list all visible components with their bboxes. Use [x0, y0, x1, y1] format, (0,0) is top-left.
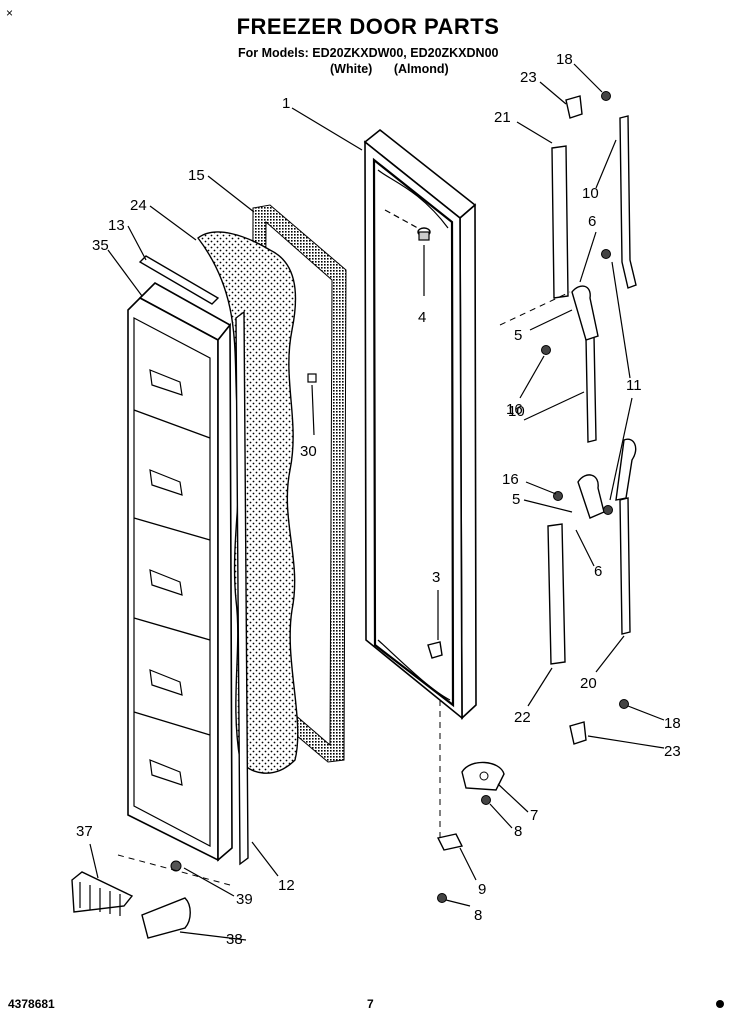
- variants-line: (White) (Almond): [330, 62, 449, 76]
- callout: 23: [520, 69, 537, 86]
- hinge-pin-10-mid: [585, 335, 597, 443]
- alignment-lines: [117, 291, 571, 886]
- callout: 23: [664, 743, 681, 760]
- hinge-cover-21: [551, 145, 569, 299]
- callout: 15: [188, 167, 205, 184]
- hinge-7: [461, 761, 505, 791]
- hinge-cover-22: [547, 523, 566, 665]
- callout: 10: [508, 403, 525, 420]
- callout: 9: [478, 881, 486, 898]
- hinge-5-top: [571, 285, 599, 341]
- callout: 38: [226, 931, 243, 948]
- callout: 3: [432, 569, 440, 586]
- callout: 10: [582, 185, 599, 202]
- grille-37: [71, 871, 134, 916]
- door-liner: [127, 282, 233, 862]
- callout: 30: [300, 443, 317, 460]
- callout: 1: [282, 95, 290, 112]
- callout: 8: [514, 823, 522, 840]
- callout: 22: [514, 709, 531, 726]
- clip-3: [427, 641, 443, 659]
- corner-mark: ×: [6, 6, 14, 20]
- fastener-4: [417, 227, 431, 241]
- callout: 16: [502, 471, 519, 488]
- door-panel: [363, 128, 477, 720]
- screws: [437, 91, 629, 903]
- hinge-5-bottom: [577, 438, 637, 519]
- hinge-rod-20: [619, 497, 631, 635]
- side-trim: [235, 310, 249, 866]
- callout: 4: [418, 309, 426, 326]
- cover-38: [141, 897, 191, 939]
- callout: 11: [626, 377, 642, 394]
- callout: 5: [514, 327, 522, 344]
- callout: 5: [512, 491, 520, 508]
- callout: 39: [236, 891, 253, 908]
- callout: 12: [278, 877, 295, 894]
- callout: 35: [92, 237, 109, 254]
- callout-labels: 1 3 4 5 5 6 6 7 8 8 9 10 10 11 12 13 15 …: [76, 51, 681, 948]
- callout: 18: [664, 715, 681, 732]
- page-title: FREEZER DOOR PARTS: [236, 14, 500, 39]
- callout: 18: [556, 51, 573, 68]
- callout: 37: [76, 823, 93, 840]
- models-line: For Models: ED20ZKXDW00, ED20ZKXDN00: [238, 46, 499, 60]
- screw-30: [307, 373, 317, 383]
- bracket-23-top: [565, 95, 583, 119]
- end-mark: [716, 1000, 724, 1008]
- top-trim: [138, 255, 220, 305]
- hinge-pin-10-top: [619, 115, 637, 289]
- callout: 6: [588, 213, 596, 230]
- callout: 6: [594, 563, 602, 580]
- callout: 16: [506, 401, 523, 418]
- callout: 24: [130, 197, 147, 214]
- callout: 21: [494, 109, 511, 126]
- callout: 13: [108, 217, 125, 234]
- callout: 7: [530, 807, 538, 824]
- bracket-23-bottom: [569, 721, 587, 745]
- plate-9: [436, 833, 464, 851]
- document-number: 4378681: [8, 997, 55, 1011]
- callout: 20: [580, 675, 597, 692]
- leader-lines: [89, 63, 665, 941]
- callout: 8: [474, 907, 482, 924]
- page-number: 7: [367, 997, 374, 1011]
